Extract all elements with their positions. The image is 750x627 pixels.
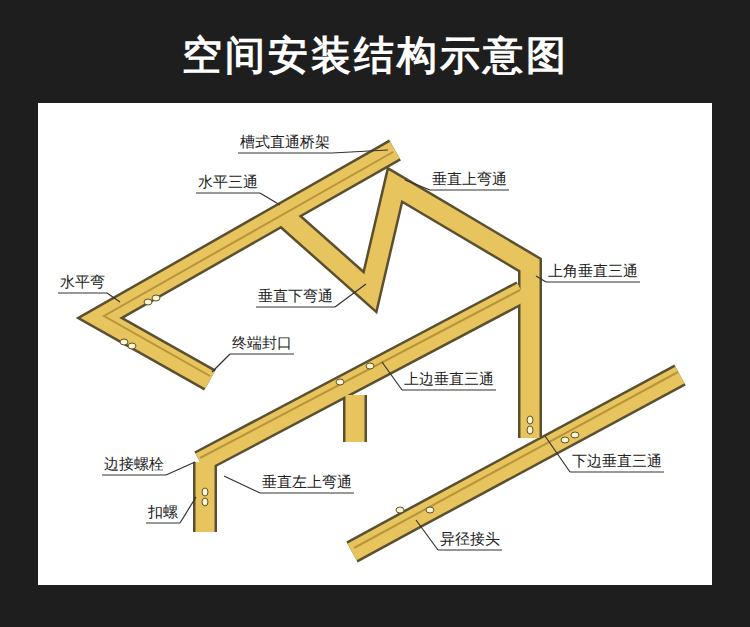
part-label: 垂直上弯通 (432, 170, 507, 188)
leader-line (438, 549, 502, 550)
leader-line (260, 492, 354, 493)
leader-line (416, 520, 438, 550)
leader-line (196, 192, 260, 193)
leader-line (58, 292, 107, 293)
leader-line (405, 180, 430, 190)
part-label: 边接螺栓 (104, 455, 164, 473)
leader-line (332, 150, 388, 153)
page-title: 空间安装结构示意图 (0, 28, 750, 83)
leader-line (402, 389, 496, 390)
part-label: 上边垂直三通 (404, 370, 494, 388)
leader-line (224, 476, 260, 493)
part-label: 水平弯 (60, 273, 105, 291)
part-label: 异径接头 (440, 530, 500, 548)
leader-line (570, 471, 664, 472)
leader-line (230, 353, 294, 354)
leader-line (102, 474, 166, 475)
leader-line (382, 362, 402, 390)
leader-line (238, 152, 332, 153)
part-label: 终端封口 (232, 334, 292, 352)
part-label: 下边垂直三通 (572, 452, 662, 470)
part-label: 扣螺 (148, 503, 178, 521)
leader-line (335, 284, 366, 307)
leader-line (180, 497, 196, 523)
part-label: 垂直左上弯通 (262, 473, 352, 491)
leader-line (146, 522, 180, 523)
part-label: 槽式直通桥架 (240, 133, 330, 151)
leader-line (107, 293, 120, 302)
leader-line (166, 462, 195, 475)
part-label: 水平三通 (198, 173, 258, 191)
part-label: 垂直下弯通 (258, 287, 333, 305)
leader-line (260, 193, 280, 205)
leader-line (536, 276, 546, 282)
part-label: 上角垂直三通 (548, 262, 638, 280)
leader-line (212, 354, 230, 372)
leader-line (545, 436, 570, 472)
leader-line (256, 306, 335, 307)
leader-line (430, 189, 509, 190)
leader-line (546, 281, 640, 282)
